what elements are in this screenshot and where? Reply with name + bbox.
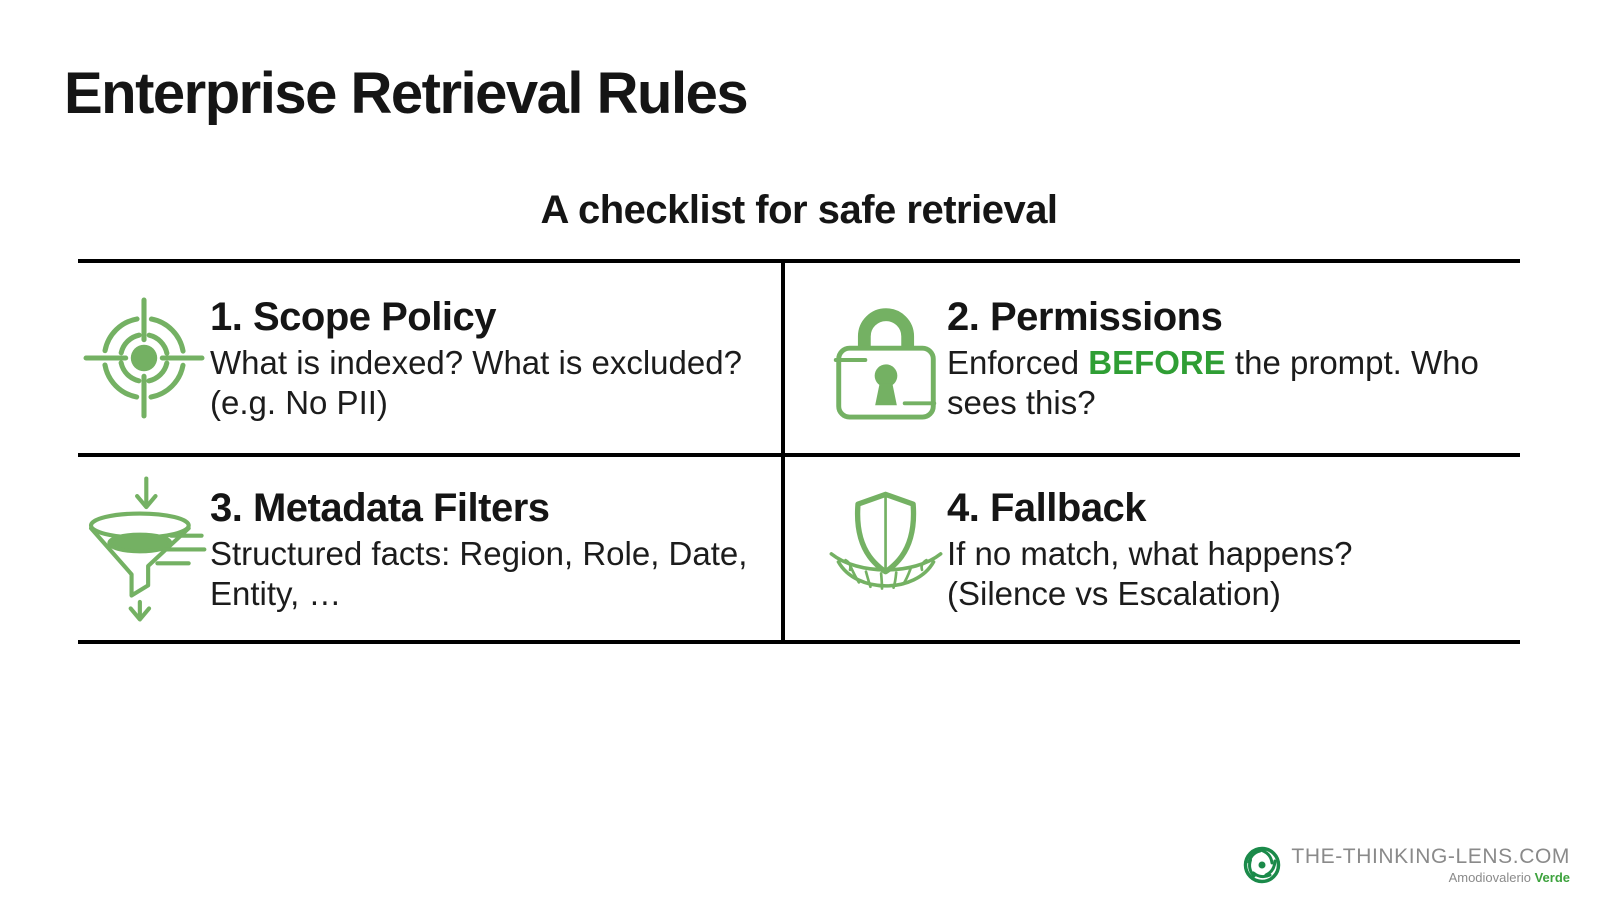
- cell-body-line1: If no match, what happens?: [947, 534, 1353, 572]
- checklist-subtitle: A checklist for safe retrieval: [540, 188, 1058, 232]
- footer-site-text: THE-THINKING-LENS.COM: [1291, 845, 1570, 868]
- cell-metadata-filters: 3. Metadata Filters Structured facts: Re…: [78, 457, 781, 640]
- cell-body-line2: sees this?: [947, 384, 1096, 421]
- cell-body-line1: Enforced BEFORE the prompt. Who: [947, 344, 1479, 382]
- footer-credit: Amodiovalerio Verde: [1448, 870, 1570, 885]
- footer-credit-surname: Verde: [1534, 870, 1570, 885]
- table-row-1: 1. Scope Policy What is indexed? What is…: [78, 263, 1520, 457]
- cell-body-line2: Entity, …: [210, 574, 342, 612]
- cell-scope-policy: 1. Scope Policy What is indexed? What is…: [78, 263, 781, 453]
- table-row-2: 3. Metadata Filters Structured facts: Re…: [78, 457, 1520, 640]
- cell-title: 2. Permissions: [947, 295, 1223, 340]
- shield-net-icon: [825, 488, 947, 610]
- cell-fallback: 4. Fallback If no match, what happens? (…: [781, 457, 1516, 640]
- aperture-lens-icon: [1242, 845, 1282, 885]
- target-icon: [78, 297, 210, 419]
- cell-body-line1: What is indexed? What is excluded?: [210, 344, 742, 382]
- cell-permissions: 2. Permissions Enforced BEFORE the promp…: [781, 263, 1516, 453]
- footer-branding: THE-THINKING-LENS.COM Amodiovalerio Verd…: [1242, 845, 1570, 885]
- lock-icon: [825, 293, 947, 423]
- cell-title: 4. Fallback: [947, 485, 1147, 530]
- checklist-table: 1. Scope Policy What is indexed? What is…: [78, 259, 1520, 644]
- cell-title: 3. Metadata Filters: [210, 485, 550, 530]
- cell-body-line2: (e.g. No PII): [210, 384, 388, 421]
- funnel-icon: [78, 473, 210, 625]
- cell-body-line2: (Silence vs Escalation): [947, 574, 1281, 612]
- page-title: Enterprise Retrieval Rules: [64, 61, 749, 126]
- table-vertical-divider: [781, 263, 785, 640]
- cell-body-line1: Structured facts: Region, Role, Date,: [210, 534, 748, 572]
- cell-title: 1. Scope Policy: [210, 295, 496, 340]
- highlight-before: BEFORE: [1088, 344, 1226, 382]
